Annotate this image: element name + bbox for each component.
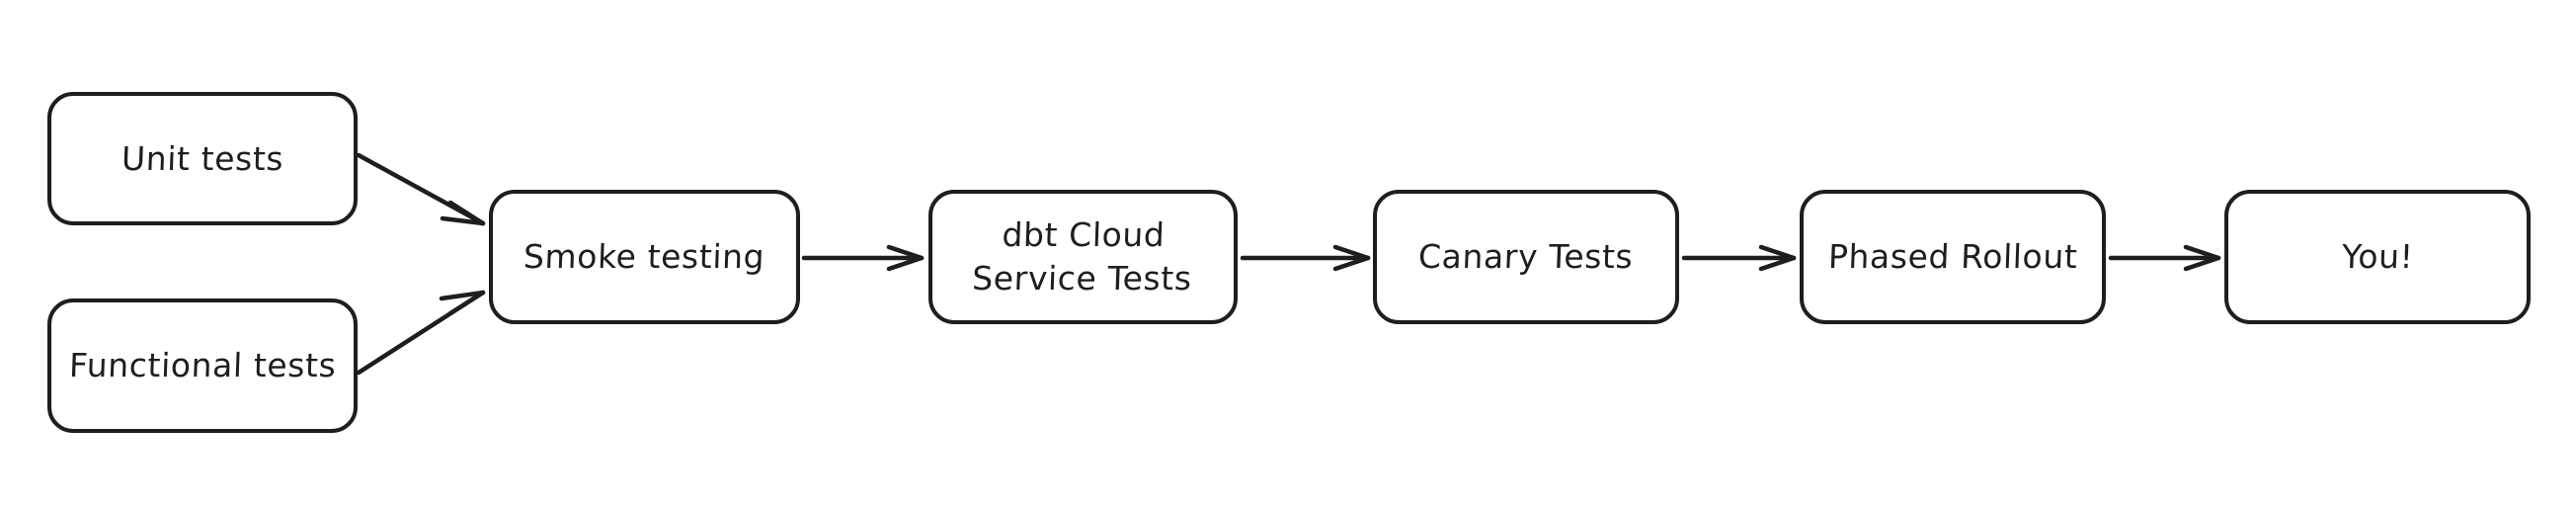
node-label-functional-tests: Functional tests bbox=[68, 346, 337, 385]
node-functional-tests[interactable]: Functional tests bbox=[47, 298, 358, 433]
node-label-you: You! bbox=[2341, 237, 2414, 277]
node-label-smoke-testing: Smoke testing bbox=[523, 237, 766, 277]
edge-canary-tests-to-phased-rollout bbox=[1681, 244, 1797, 272]
edge-functional-tests-to-smoke-testing bbox=[356, 290, 486, 376]
node-label-dbt-cloud-service-tests: dbt Cloud Service Tests bbox=[971, 215, 1193, 298]
node-label-phased-rollout: Phased Rollout bbox=[1827, 237, 2078, 277]
edge-smoke-testing-to-dbt-cloud-service-tests bbox=[801, 244, 925, 272]
node-unit-tests[interactable]: Unit tests bbox=[47, 92, 358, 225]
edge-dbt-cloud-service-tests-to-canary-tests bbox=[1240, 244, 1371, 272]
node-label-canary-tests: Canary Tests bbox=[1417, 237, 1635, 277]
node-label-unit-tests: Unit tests bbox=[121, 138, 284, 178]
node-phased-rollout[interactable]: Phased Rollout bbox=[1800, 190, 2106, 324]
node-dbt-cloud-service-tests[interactable]: dbt Cloud Service Tests bbox=[928, 190, 1238, 324]
node-smoke-testing[interactable]: Smoke testing bbox=[489, 190, 800, 324]
node-you[interactable]: You! bbox=[2224, 190, 2531, 324]
edge-phased-rollout-to-you bbox=[2108, 244, 2221, 272]
edge-unit-tests-to-smoke-testing bbox=[356, 152, 486, 226]
node-canary-tests[interactable]: Canary Tests bbox=[1373, 190, 1679, 324]
